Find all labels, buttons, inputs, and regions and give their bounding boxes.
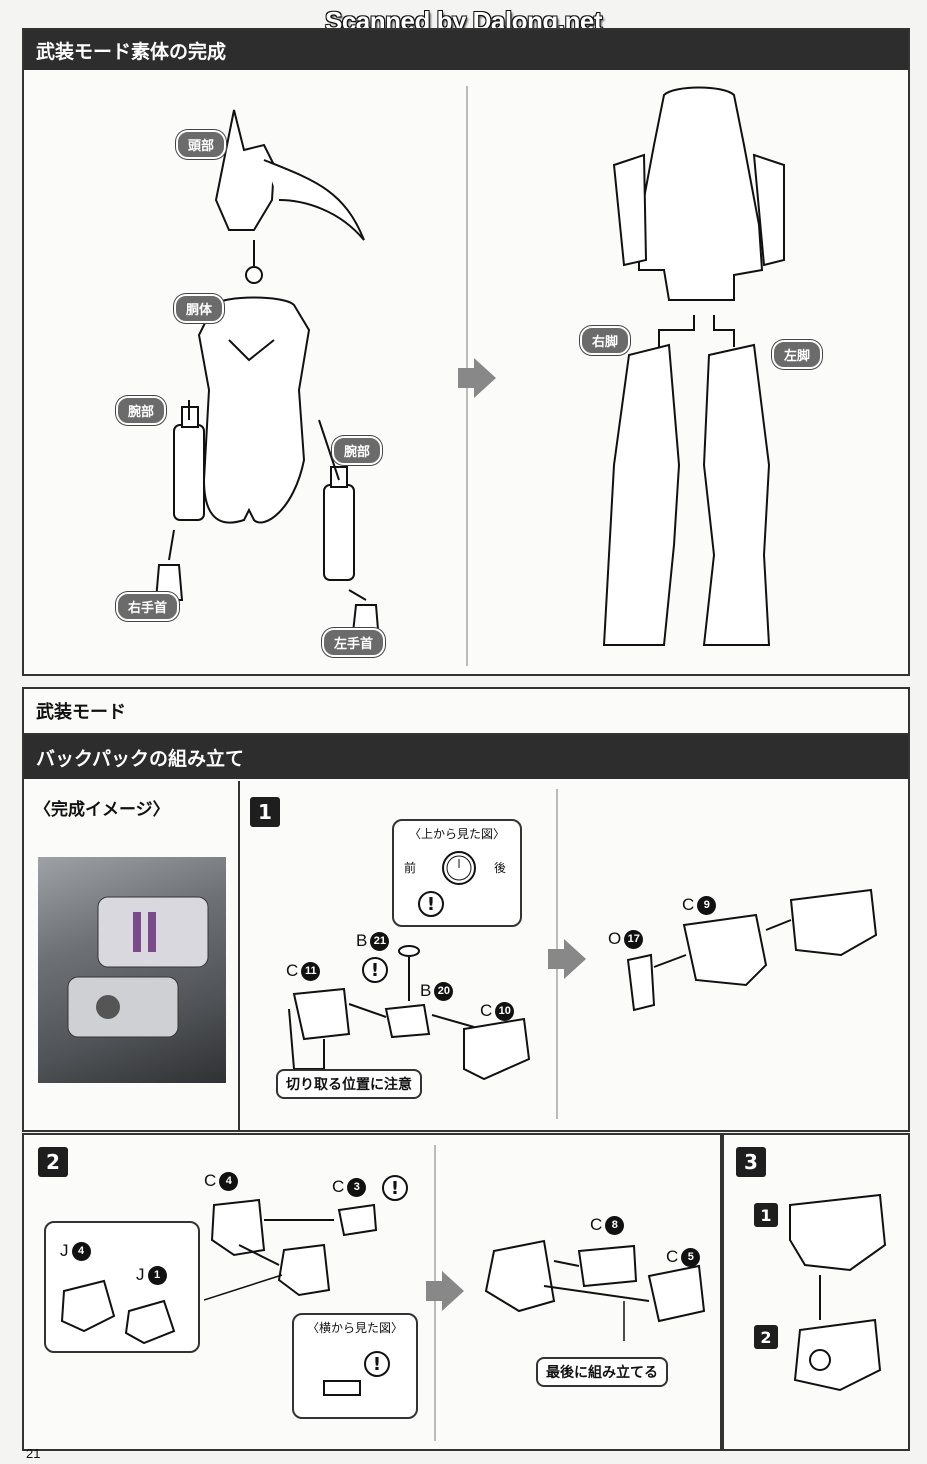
topview-part-drawing (442, 851, 476, 885)
part-c3-letter: C (332, 1177, 345, 1196)
label-arm-right: 腕部 (116, 396, 167, 425)
part-c4-num: 4 (219, 1171, 239, 1191)
j-parts-drawing (60, 1279, 176, 1345)
sideview-part-drawing (323, 1380, 361, 1396)
label-torso: 胴体 (174, 294, 225, 323)
part-b21-num: 21 (370, 931, 390, 951)
step2-result-drawing (484, 1239, 706, 1341)
part-c8-letter: C (590, 1215, 603, 1234)
step3-drawing (789, 1193, 887, 1392)
part-o17-num: 17 (624, 929, 644, 949)
part-j1-letter: J (136, 1265, 145, 1284)
section-complete-body: 武装モード素体の完成 頭部 胴 (22, 28, 910, 676)
part-c11-num: 11 (301, 961, 321, 981)
part-c4-letter: C (204, 1171, 217, 1190)
part-c5-letter: C (666, 1247, 679, 1266)
topview-back: 後 (494, 861, 507, 875)
part-c9-letter: C (682, 895, 695, 914)
topview-title: 〈上から見た図〉 (408, 827, 505, 841)
step-3-sub1: 1 (754, 1203, 778, 1227)
flow-arrow (458, 358, 498, 398)
part-o17-label: O 17 (608, 929, 644, 949)
step-3-panel: 3 1 2 (722, 1133, 910, 1451)
part-c4-label: C 4 (204, 1171, 239, 1191)
completed-image-label: 〈完成イメージ〉 (34, 800, 170, 820)
part-o17-letter: O (608, 929, 622, 948)
c3-warning-icon: ! (382, 1175, 408, 1201)
label-wrist-left: 左手首 (322, 628, 386, 657)
part-j1-label: J 1 (136, 1265, 167, 1285)
step2-flow-arrow (426, 1271, 466, 1311)
part-c9-num: 9 (697, 895, 717, 915)
step-3-sub2: 2 (754, 1325, 778, 1349)
part-c5-label: C 5 (666, 1247, 701, 1267)
part-c10-label: C 10 (480, 1001, 515, 1021)
backpack-title-bar: バックパックの組み立て (24, 735, 908, 779)
topview-front: 前 (404, 861, 417, 875)
part-c3-label: C 3 (332, 1177, 367, 1197)
part-c8-label: C 8 (590, 1215, 625, 1235)
page-number: 21 (26, 1446, 41, 1461)
figure-legs-illustration (602, 86, 785, 646)
b21-warning-icon: ! (362, 957, 388, 983)
part-c10-letter: C (480, 1001, 493, 1020)
part-c9-label: C 9 (682, 895, 717, 915)
completed-photo (38, 857, 226, 1083)
step1-result-drawing (626, 888, 878, 1012)
step-2-panel: 2 C 4 C 3 ! J 4 J 1 (22, 1133, 722, 1451)
label-leg-right: 右脚 (580, 326, 631, 355)
part-j4-label: J 4 (60, 1241, 91, 1261)
label-arm-left: 腕部 (332, 436, 383, 465)
part-c11-label: C 11 (286, 961, 321, 981)
sideview-title: 〈横から見た図〉 (306, 1321, 403, 1335)
topview-callout: 〈上から見た図〉 前 後 ! (392, 819, 522, 927)
part-b20-label: B 20 (420, 981, 454, 1001)
part-b20-num: 20 (434, 981, 454, 1001)
sideview-callout: 〈横から見た図〉 ! (292, 1313, 418, 1419)
step1-flow-arrow (548, 939, 588, 979)
part-j4-letter: J (60, 1241, 69, 1260)
figure-exploded-illustration (154, 109, 381, 643)
section-backpack: 武装モード バックパックの組み立て 〈完成イメージ〉 1 〈上から見た図〉 前 … (22, 687, 910, 1132)
label-leg-left: 左脚 (772, 340, 823, 369)
sideview-warning-icon: ! (364, 1351, 390, 1377)
step-2-number: 2 (38, 1147, 68, 1177)
part-b21-label: B 21 (356, 931, 390, 951)
section-title-bar: 武装モード素体の完成 (24, 30, 908, 70)
mode-title: 武装モード (36, 702, 126, 723)
column-divider (238, 781, 240, 1132)
step2-note-assemble-last: 最後に組み立てる (536, 1357, 668, 1387)
part-j4-num: 4 (71, 1241, 91, 1261)
part-b20-letter: B (420, 981, 432, 1000)
part-c11-letter: C (286, 961, 299, 980)
section-title: 武装モード素体の完成 (36, 40, 227, 63)
step-3-number: 3 (736, 1147, 766, 1177)
part-c8-num: 8 (605, 1215, 625, 1235)
step1-parts-drawing (288, 945, 531, 1081)
label-wrist-right: 右手首 (116, 592, 180, 621)
j-parts-inset: J 4 J 1 (44, 1221, 200, 1353)
step-1-number: 1 (250, 797, 280, 827)
part-c10-num: 10 (495, 1001, 515, 1021)
label-head: 頭部 (176, 130, 227, 159)
part-b21-letter: B (356, 931, 368, 950)
step1-note-cut-position: 切り取る位置に注意 (276, 1069, 422, 1099)
step2-parts-drawing (204, 1198, 378, 1301)
part-c5-num: 5 (681, 1247, 701, 1267)
topview-warning-icon: ! (418, 891, 444, 917)
mode-title-bar: 武装モード (24, 689, 908, 735)
part-j1-num: 1 (147, 1265, 167, 1285)
backpack-title: バックパックの組み立て (36, 747, 245, 770)
part-c3-num: 3 (347, 1177, 367, 1197)
backpack-photo-shapes (67, 896, 209, 1038)
